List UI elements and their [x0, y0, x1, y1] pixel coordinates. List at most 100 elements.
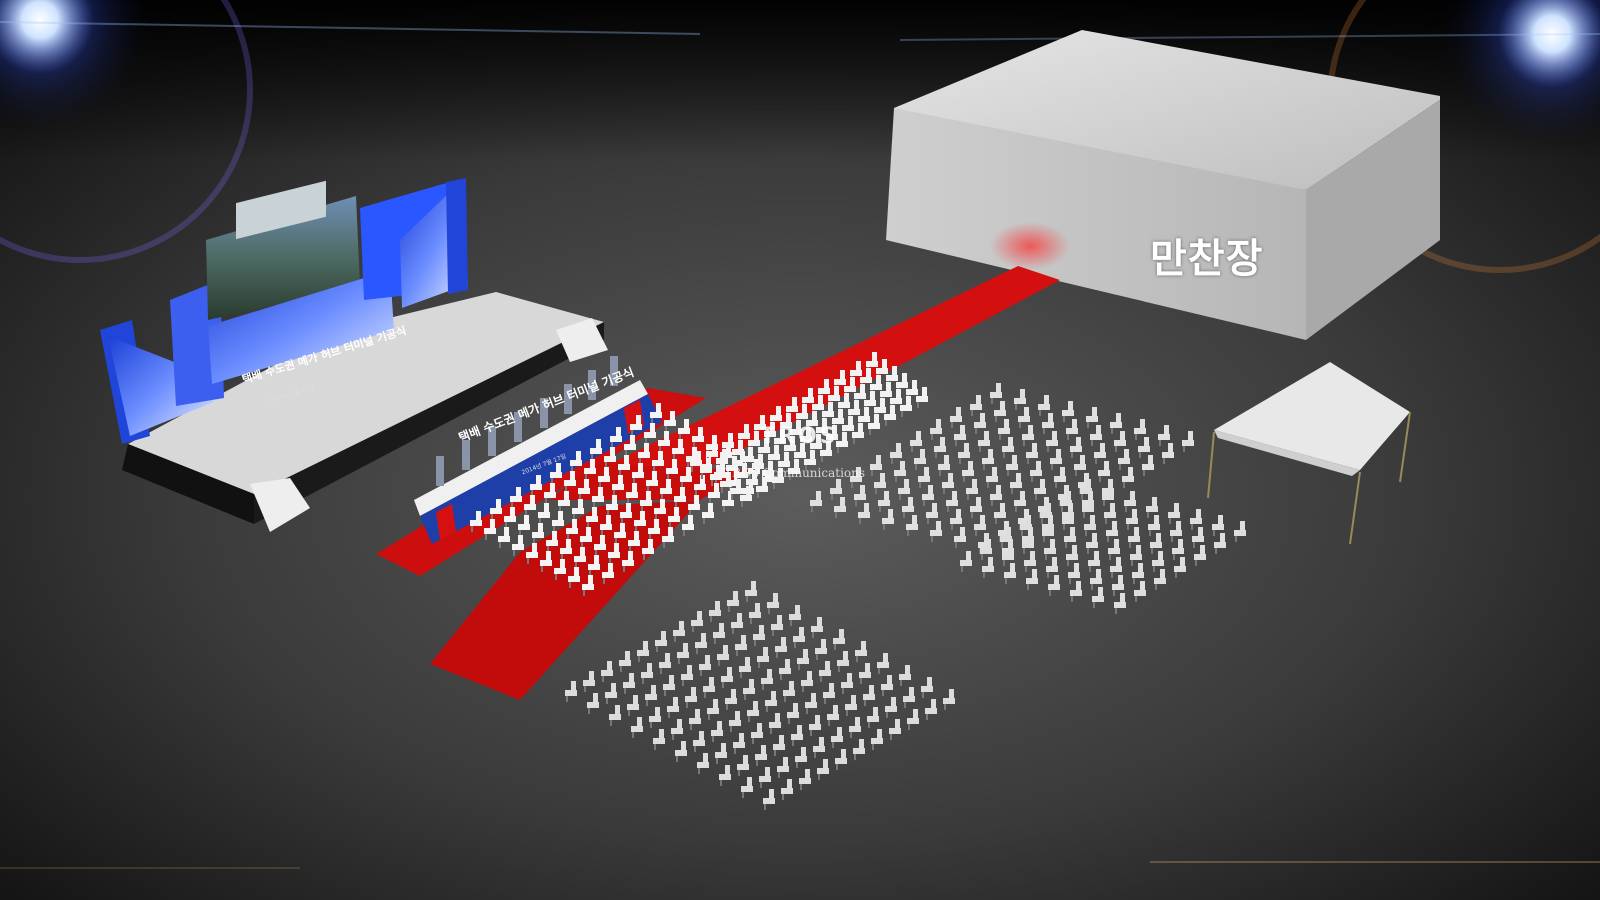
chair [942, 473, 954, 494]
chair [787, 703, 799, 724]
chair [1130, 545, 1142, 566]
chair [1122, 467, 1134, 488]
chair [1190, 509, 1202, 530]
chair [930, 419, 942, 440]
chair [731, 613, 743, 634]
chair [663, 675, 675, 696]
chair [564, 471, 576, 492]
chair [1074, 455, 1086, 476]
chair [1098, 461, 1110, 482]
chair [1050, 449, 1062, 470]
chair [686, 447, 698, 468]
chair [925, 699, 937, 720]
chair [986, 467, 998, 488]
chair [1192, 527, 1204, 548]
chair [1068, 563, 1080, 584]
chair [1124, 491, 1136, 512]
chair [470, 511, 482, 532]
chair [1054, 467, 1066, 488]
chair [667, 697, 679, 718]
chair [1118, 449, 1130, 470]
chair [805, 693, 817, 714]
chair [1034, 479, 1046, 500]
chair [604, 447, 616, 468]
chair [914, 449, 926, 470]
chair [756, 477, 768, 498]
chair [584, 459, 596, 480]
chair [1106, 521, 1118, 542]
chair [837, 651, 849, 672]
chair [755, 745, 767, 766]
chair [649, 707, 661, 728]
chair [702, 503, 714, 524]
chair [926, 503, 938, 524]
chair [632, 463, 644, 484]
chair [739, 657, 751, 678]
chair [540, 551, 552, 572]
chair [691, 611, 703, 632]
chair [1062, 401, 1074, 422]
chair [885, 697, 897, 718]
chair [1154, 569, 1166, 590]
banquet-hall-box [886, 30, 1440, 340]
chair [898, 479, 910, 500]
chair [946, 491, 958, 512]
chair [1030, 461, 1042, 482]
chair [1138, 437, 1150, 458]
chair [1006, 455, 1018, 476]
chair [980, 539, 992, 560]
chair [978, 431, 990, 452]
chair [868, 414, 880, 435]
chair [810, 491, 822, 512]
chair [638, 443, 650, 464]
chair [775, 637, 787, 658]
chair [1086, 407, 1098, 428]
chair [588, 555, 600, 576]
chair [550, 463, 562, 484]
chair [820, 441, 832, 462]
chair [791, 725, 803, 746]
chair [1134, 419, 1146, 440]
chair [867, 707, 879, 728]
chair [990, 383, 1002, 404]
chair [1086, 533, 1098, 554]
chair [659, 653, 671, 674]
chair [532, 523, 544, 544]
chair [655, 631, 667, 652]
chair [630, 415, 642, 436]
chair [652, 451, 664, 472]
chair [610, 427, 622, 448]
chair [906, 515, 918, 536]
chair [950, 509, 962, 530]
chair [1010, 473, 1022, 494]
chair [526, 543, 538, 564]
chair [960, 551, 972, 572]
chair [552, 511, 564, 532]
chair [622, 551, 634, 572]
chair [650, 403, 662, 424]
chair [1102, 485, 1114, 506]
chair [974, 515, 986, 536]
chair [1090, 425, 1102, 446]
chair [1002, 437, 1014, 458]
chair [560, 539, 572, 560]
chair [628, 531, 640, 552]
chair [709, 601, 721, 622]
chair [779, 659, 791, 680]
chair [524, 495, 536, 516]
chair [717, 645, 729, 666]
chair [695, 633, 707, 654]
chair [747, 701, 759, 722]
chair [1092, 587, 1104, 608]
chair [582, 575, 594, 596]
chair [594, 535, 606, 556]
chair [966, 479, 978, 500]
chair [586, 507, 598, 528]
chair [713, 623, 725, 644]
chair [994, 503, 1006, 524]
chair [602, 563, 614, 584]
chair [554, 559, 566, 580]
chair [640, 491, 652, 512]
chair [631, 717, 643, 738]
